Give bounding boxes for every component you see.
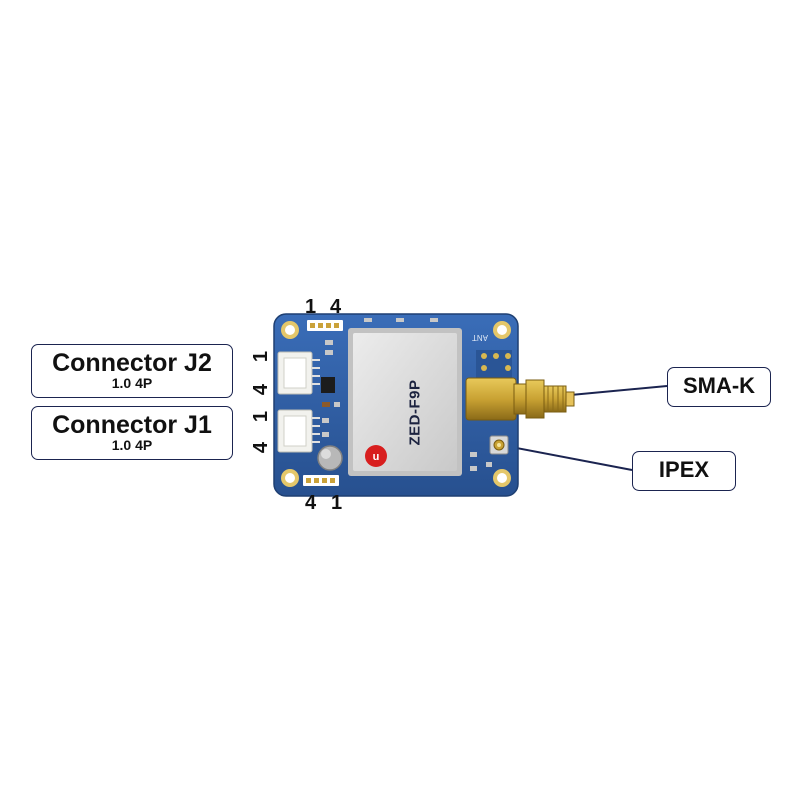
sma-label: SMA-K [682,373,756,398]
connector-j2 [277,351,320,395]
ipex-connector [489,435,509,455]
j2-pin-4: 4 [250,383,273,396]
zed-f9p-module [348,328,462,476]
sma-connector [465,377,575,421]
connector-j1-spec: 1.0 4P [111,437,153,453]
sma-callout-line [559,385,668,397]
top-header-pin-4: 4 [330,296,342,318]
mounting-holes [281,321,511,487]
ublox-logo-icon: u [365,445,387,467]
antenna-pads [476,350,512,380]
bottom-pin-header [303,475,339,486]
module-name-label: ZED-F9P [406,379,424,446]
bottom-header-pin-4: 4 [305,492,317,514]
j1-pin-4: 4 [250,441,273,454]
connector-j1 [277,409,320,453]
ipex-callout: IPEX [632,451,736,491]
antenna-silk-label: ANT [472,333,488,342]
connector-j1-title: Connector J1 [52,411,212,439]
connector-j1-callout: Connector J1 1.0 4P [31,406,233,460]
connector-j2-spec: 1.0 4P [111,375,153,391]
j1-pin-1: 1 [250,410,273,423]
crystal-can [317,445,343,471]
bottom-header-pin-1: 1 [331,492,343,514]
ipex-callout-line [505,445,633,471]
j2-pin-1: 1 [250,350,273,363]
top-header-pin-1: 1 [305,296,317,318]
connector-j2-title: Connector J2 [52,349,212,377]
svg-text:u: u [373,451,380,463]
connector-j2-callout: Connector J2 1.0 4P [31,344,233,398]
smd-components [321,318,492,471]
sma-callout: SMA-K [667,367,771,407]
top-pin-header [307,320,343,331]
ipex-label: IPEX [658,457,710,482]
